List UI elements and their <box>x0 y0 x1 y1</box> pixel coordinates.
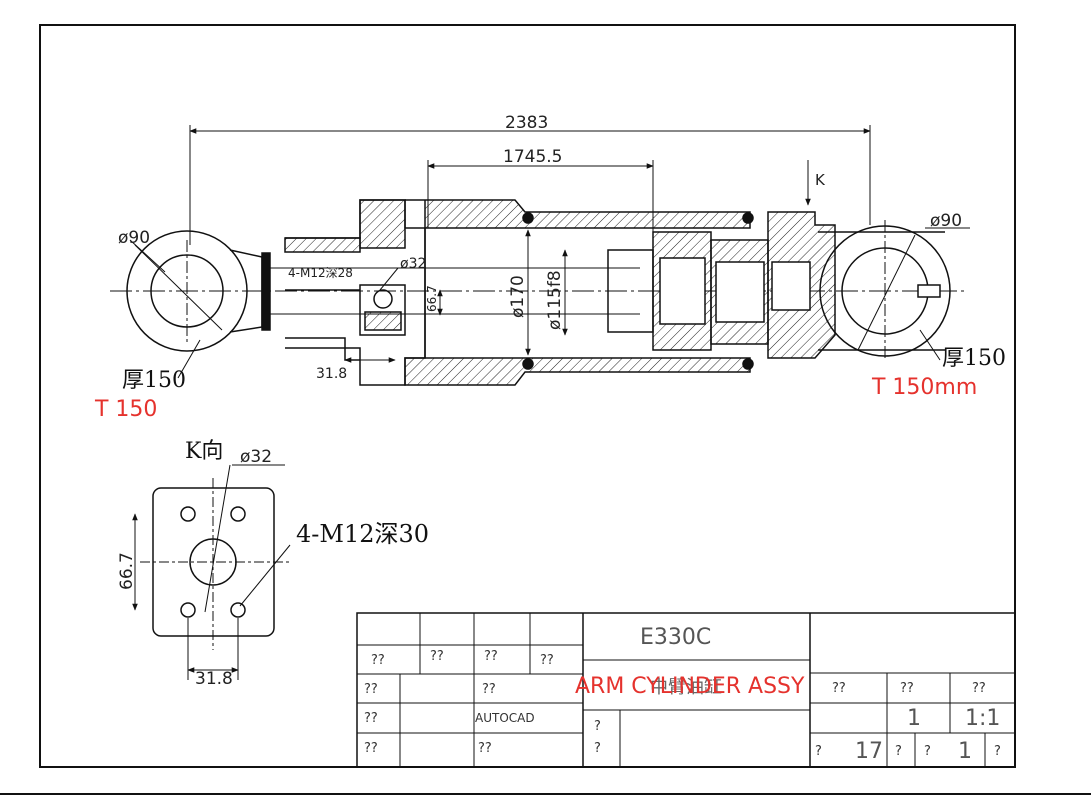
k-view <box>132 464 291 680</box>
dim-port-bolts: 4-M12深28 <box>288 266 353 280</box>
tb-cell-r2c1: ?? <box>364 682 378 697</box>
k-view-port-dia: ø32 <box>240 447 272 467</box>
tb-cell-q3: ? <box>815 744 822 759</box>
dim-bore-dia: ø170 <box>508 275 528 318</box>
cylinder-main-view <box>110 199 965 386</box>
dim-rod-dia: ø115f8 <box>545 270 565 330</box>
tb-sheets: 17 <box>855 739 883 764</box>
tb-cell-r1c2: ?? <box>430 649 444 664</box>
tb-drawing-number: E330C <box>640 625 711 650</box>
tb-cell-r1c1: ?? <box>371 653 385 668</box>
dim-port-height: 66.7 <box>425 285 439 312</box>
dim-overall-length: 2383 <box>505 113 548 133</box>
dim-view-letter: K <box>815 171 826 189</box>
tb-scale: 1:1 <box>965 706 1000 731</box>
dimension-lines <box>129 125 970 379</box>
tb-cell-q2: ? <box>594 741 601 756</box>
title-block <box>356 612 1016 768</box>
dim-eye-dia-right: ø90 <box>930 211 962 231</box>
tb-software: AUTOCAD <box>475 711 535 725</box>
tb-cell-r1c4: ?? <box>540 653 554 668</box>
sheet-border <box>39 24 1016 768</box>
k-view-title: K向 <box>185 439 223 464</box>
label-thickness-left: 厚150 <box>122 368 186 393</box>
tb-cell-r5c1: ?? <box>832 681 846 696</box>
dim-port-width: 31.8 <box>316 366 347 382</box>
tb-name-en: ARM CYLINDER ASSY <box>575 674 805 699</box>
left-rod-eye <box>126 230 263 352</box>
label-thickness-right: 厚150 <box>942 346 1006 371</box>
dim-eye-dia-left: ø90 <box>118 228 150 248</box>
tb-cell-r4c1: ?? <box>364 741 378 756</box>
dim-stroke-length: 1745.5 <box>503 147 562 167</box>
tb-cell-r5c2: ?? <box>900 681 914 696</box>
tb-quantity: 1 <box>907 706 921 731</box>
tb-cell-r5c3: ?? <box>972 681 986 696</box>
label-thickness-left-en: T 150 <box>94 397 157 422</box>
k-view-width: 31.8 <box>195 669 233 689</box>
tb-cell-r4c2: ?? <box>478 741 492 756</box>
dim-port-dia: ø32 <box>400 256 426 272</box>
tb-cell-r3c1: ?? <box>364 711 378 726</box>
tb-cell-r2c2: ?? <box>482 682 496 697</box>
tb-cell-q1: ? <box>594 719 601 734</box>
tb-cell-q4: ? <box>895 744 902 759</box>
tb-cell-r1c3: ?? <box>484 649 498 664</box>
tb-name-cn: 中臂油缸 <box>650 676 722 698</box>
k-view-bolts: 4-M12深30 <box>296 520 429 548</box>
k-view-height: 66.7 <box>117 552 137 590</box>
tb-cell-q5: ? <box>924 744 931 759</box>
tb-cell-q6: ? <box>994 744 1001 759</box>
tb-sheet-no: 1 <box>958 739 972 764</box>
label-thickness-right-en: T 150mm <box>871 375 977 400</box>
